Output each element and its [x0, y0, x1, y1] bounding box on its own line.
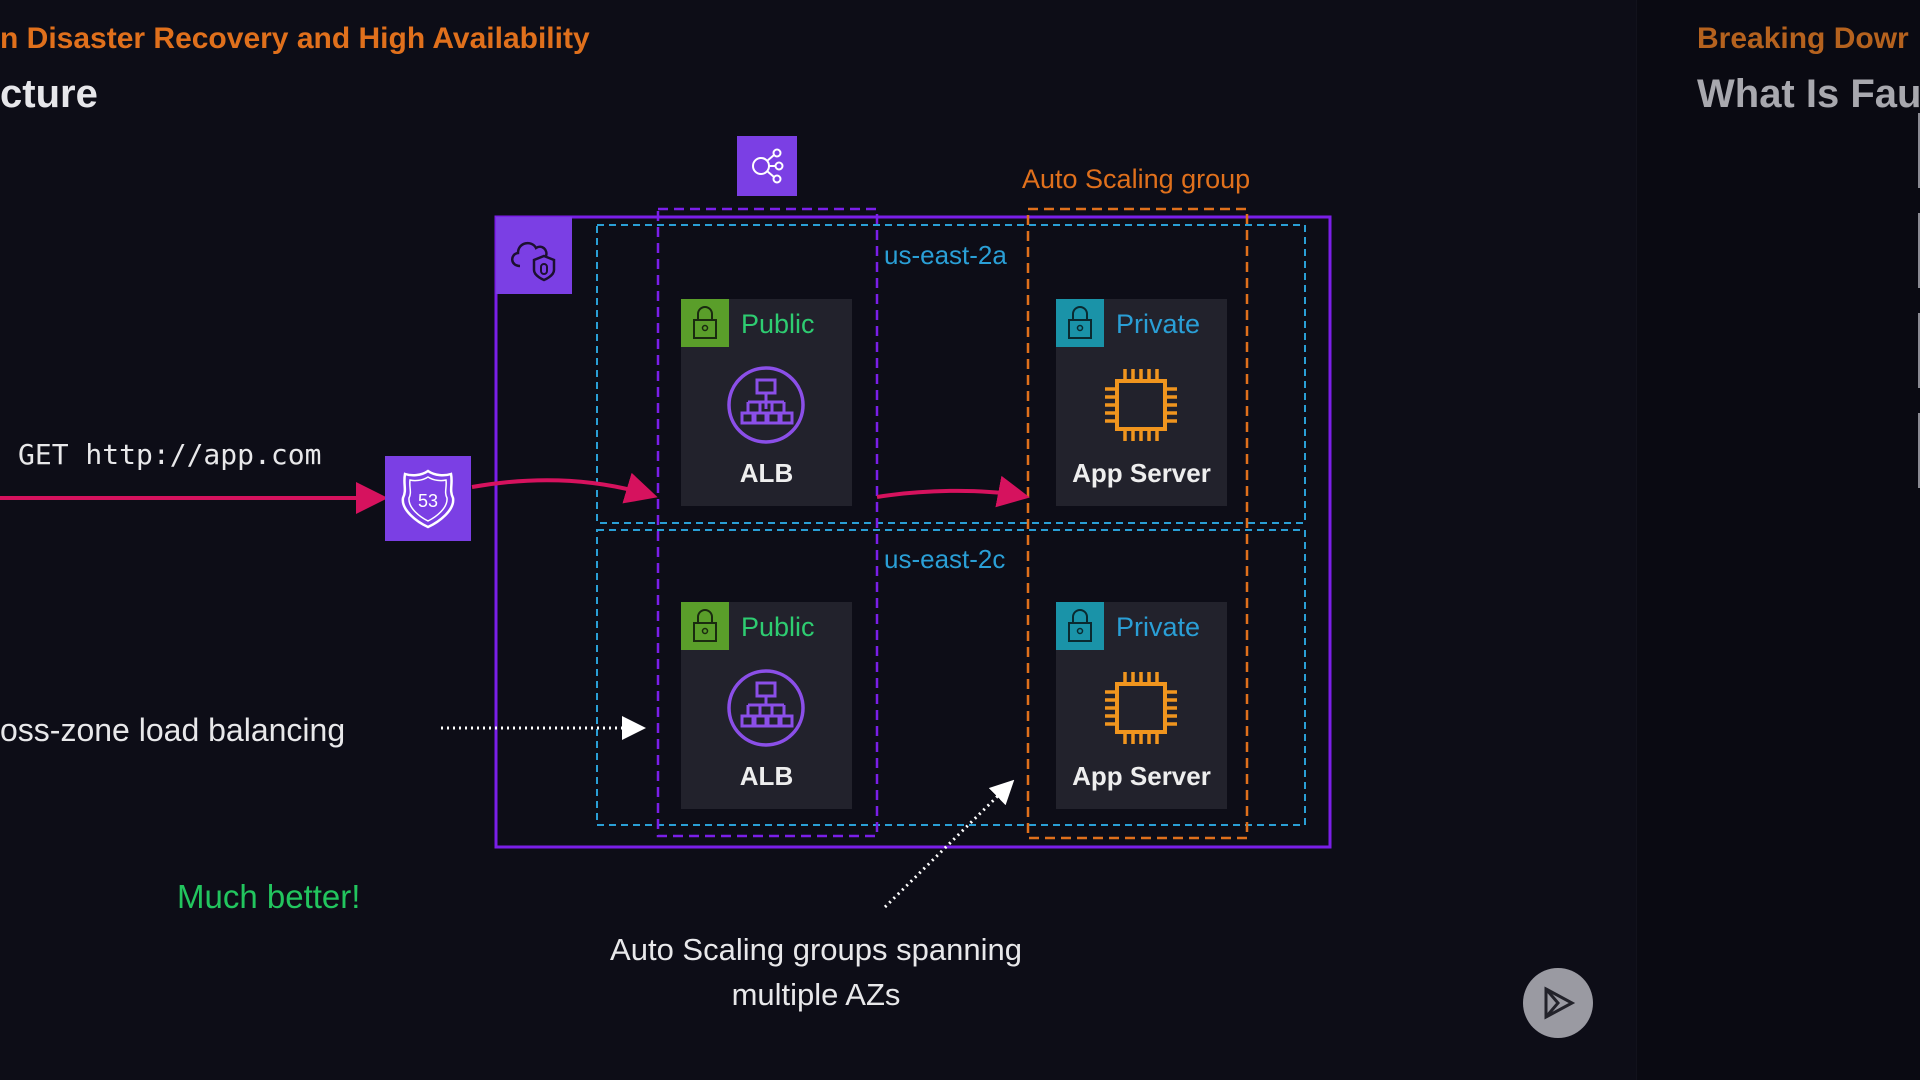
- chip-icon: [1105, 369, 1177, 441]
- lock-icon: [1056, 602, 1104, 650]
- public-subnet-alb-card: Public ALB: [681, 602, 852, 809]
- card-name: ALB: [739, 458, 794, 488]
- alb-icon: [727, 669, 805, 747]
- az-boundary-us-east-2a: [596, 224, 1306, 524]
- next-slide-preview: Breaking Dowr What Is Fau: [1636, 0, 1920, 1080]
- subnet-tag: Private: [1116, 612, 1201, 642]
- asg-note-line: Auto Scaling groups spanning: [610, 932, 1022, 967]
- lock-icon: [1056, 299, 1104, 347]
- az-label: us-east-2c: [884, 544, 1006, 574]
- alb-to-app-arrow: [876, 475, 1030, 508]
- card-name: App Server: [1072, 458, 1211, 488]
- slide-kicker: n Disaster Recovery and High Availabilit…: [0, 22, 590, 55]
- asg-label: Auto Scaling group: [1022, 164, 1251, 194]
- subnet-tag: Public: [741, 309, 815, 339]
- cross-zone-label: oss-zone load balancing: [0, 712, 346, 748]
- route53-icon: 53: [385, 456, 471, 541]
- slide-title: cture: [0, 72, 98, 116]
- elb-icon: [737, 136, 797, 196]
- card-name: App Server: [1072, 761, 1211, 791]
- az-label: us-east-2a: [884, 240, 1007, 270]
- request-label: GET http://app.com: [18, 438, 322, 471]
- subnet-tag: Public: [741, 612, 815, 642]
- card-name: ALB: [739, 761, 794, 791]
- verdict-text: Much better!: [177, 878, 361, 915]
- play-button[interactable]: [1523, 968, 1593, 1038]
- az-boundary-us-east-2c: [596, 529, 1306, 826]
- lock-icon: [681, 602, 729, 650]
- vpc-icon: [496, 217, 572, 294]
- auto-scaling-group-boundary: [1026, 207, 1249, 840]
- lock-icon: [681, 299, 729, 347]
- private-subnet-app-card: Private App Server: [1056, 299, 1227, 506]
- next-slide-title: What Is Fau: [1697, 72, 1920, 116]
- load-balancer-group: [656, 207, 879, 838]
- region-boundary: [494, 215, 1332, 849]
- route53-to-alb-arrow: [471, 472, 658, 504]
- asg-note: Auto Scaling groups spanning multiple AZ…: [516, 927, 1116, 1017]
- next-slide-kicker: Breaking Dowr: [1697, 22, 1909, 55]
- next-slide-bar: [1918, 313, 1920, 388]
- private-subnet-app-card: Private App Server: [1056, 602, 1227, 809]
- play-icon: [1544, 986, 1576, 1020]
- next-slide-bar: [1918, 213, 1920, 288]
- asg-note-line: multiple AZs: [731, 977, 901, 1012]
- next-slide-bar: [1918, 413, 1920, 488]
- subnet-tag: Private: [1116, 309, 1201, 339]
- next-slide-bar: [1918, 113, 1920, 188]
- public-subnet-alb-card: Public ALB: [681, 299, 852, 506]
- alb-icon: [727, 366, 805, 444]
- route53-label: 53: [418, 491, 438, 511]
- chip-icon: [1105, 672, 1177, 744]
